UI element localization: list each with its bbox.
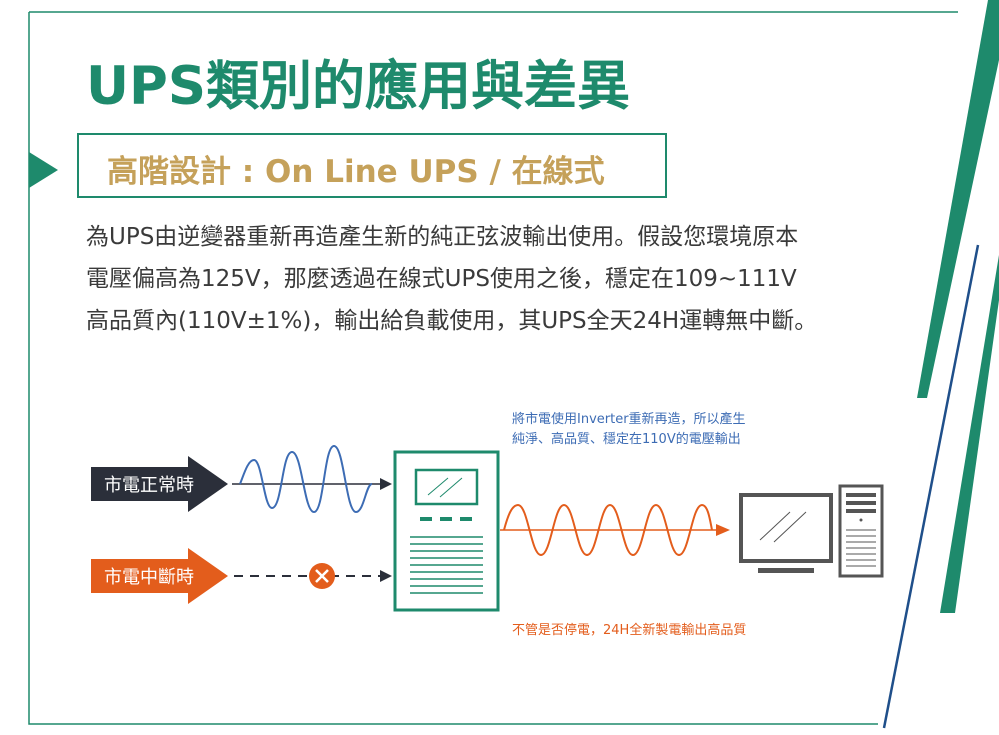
outage-arrow xyxy=(91,548,228,604)
computer-tower-icon xyxy=(838,484,884,578)
monitor-icon xyxy=(739,493,833,573)
normal-power-label: 市電正常時 xyxy=(104,475,194,496)
inverter-note-line-1: 將市電使用Inverter重新再造，所以產生 xyxy=(512,412,746,427)
inverter-note-line-2: 純淨、高品質、穩定在110V的電壓輸出 xyxy=(512,432,741,447)
page-title: UPS類別的應用與差異 xyxy=(86,56,631,117)
inverter-note: 將市電使用Inverter重新再造，所以產生 純淨、高品質、穩定在110V的電壓… xyxy=(512,410,746,450)
green-accent-stripe-bottom xyxy=(940,255,999,613)
ups-unit xyxy=(393,450,500,612)
power-cut-x-icon xyxy=(309,563,335,589)
subtitle-pointer-triangle xyxy=(29,152,58,188)
blue-accent-line xyxy=(882,244,980,729)
output-arrowhead xyxy=(716,524,730,536)
unstable-input-wave xyxy=(239,444,373,514)
description-line-3: 高品質內(110V±1%)，輸出給負載使用，其UPS全天24H運轉無中斷。 xyxy=(86,308,818,334)
description: 為UPS由逆變器重新再造產生新的純正弦波輸出使用。假設您環境原本 電壓偏高為12… xyxy=(86,216,886,342)
description-line-1: 為UPS由逆變器重新再造產生新的純正弦波輸出使用。假設您環境原本 xyxy=(86,224,799,250)
pure-sine-output-wave xyxy=(503,503,713,557)
outage-note-text: 不管是否停電，24H全新製電輸出高品質 xyxy=(512,623,747,638)
outage-note: 不管是否停電，24H全新製電輸出高品質 xyxy=(512,621,746,641)
normal-power-arrow xyxy=(91,456,228,512)
outage-label: 市電中斷時 xyxy=(104,567,194,588)
green-accent-stripe-top xyxy=(917,0,999,398)
outage-arrowhead xyxy=(380,570,392,582)
frame-left-bottom-line xyxy=(28,12,878,725)
description-line-2: 電壓偏高為125V，那麼透過在線式UPS使用之後，穩定在109~111V xyxy=(86,266,797,292)
subtitle: 高階設計 : On Line UPS / 在線式 xyxy=(107,154,605,190)
input-arrowhead xyxy=(380,478,392,490)
subtitle-box: 高階設計 : On Line UPS / 在線式 xyxy=(77,133,667,198)
